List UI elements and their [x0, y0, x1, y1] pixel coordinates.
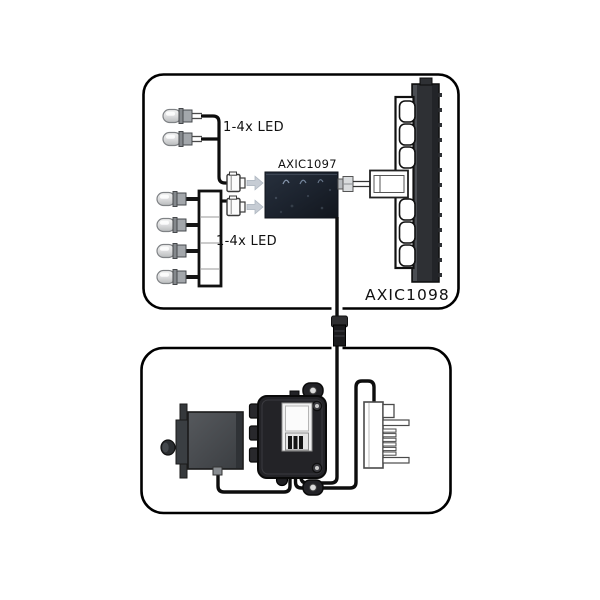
label-module: AXIC1097 — [278, 157, 337, 171]
led-icon — [156, 190, 187, 208]
servo-wire-stub — [212, 466, 223, 476]
inter-panel-plug — [331, 315, 348, 347]
switch-decoder — [248, 382, 327, 496]
wire-upper-harness — [201, 114, 229, 185]
wire-decoder-to-plug — [293, 379, 376, 490]
label-led-top: 1-4x LED — [223, 120, 284, 135]
wire-servo-to-decoder — [216, 445, 292, 494]
led-icon — [156, 216, 187, 234]
strip-plug — [369, 169, 409, 199]
eight-pin-plug — [363, 401, 410, 469]
light-strip-axic1098 — [394, 77, 442, 283]
lower-led-harness — [156, 189, 229, 288]
decoder-module-axic1097 — [264, 171, 339, 219]
module-output-connector — [337, 176, 372, 192]
label-led-bottom: 1-4x LED — [216, 234, 277, 249]
label-strip: AXIC1098 — [365, 286, 450, 304]
led-bus-bar — [197, 189, 223, 288]
led-icon — [156, 268, 187, 286]
led-icon — [162, 130, 193, 148]
led-icon — [156, 242, 187, 260]
upper-led-harness — [162, 107, 229, 185]
servo — [160, 403, 244, 479]
led-icon — [162, 107, 193, 125]
decoder-label-panel — [281, 402, 313, 452]
